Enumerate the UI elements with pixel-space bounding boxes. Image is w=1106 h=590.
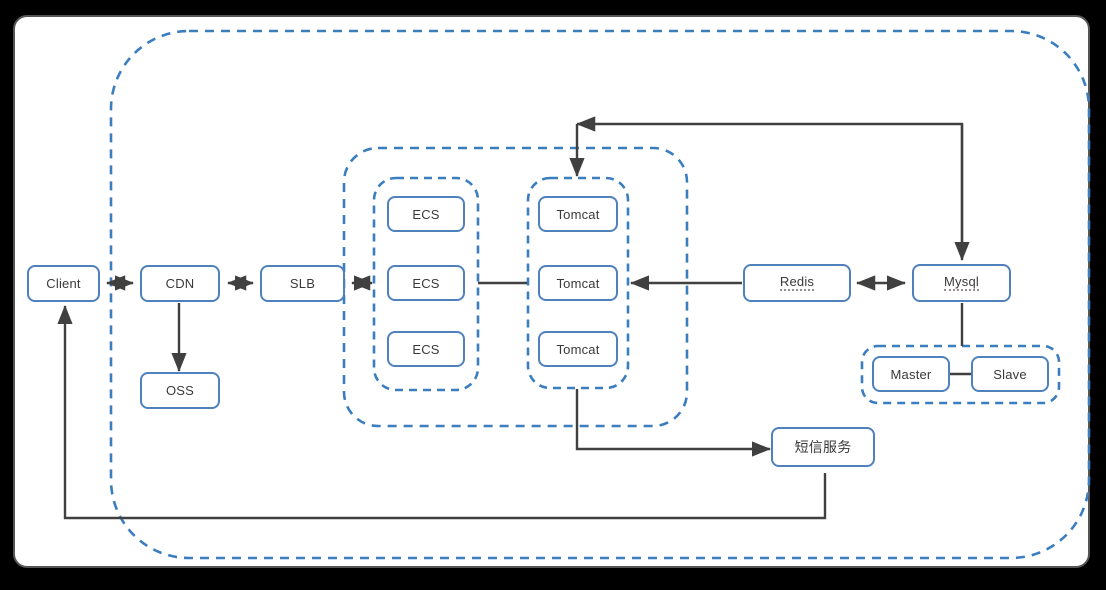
node-tomcat-2[interactable]: Tomcat [538,265,618,301]
node-ecs-2[interactable]: ECS [387,265,465,301]
node-tomcat-2-label: Tomcat [556,275,600,291]
node-mysql[interactable]: Mysql [912,264,1011,302]
node-tomcat-1-label: Tomcat [556,206,600,222]
node-client[interactable]: Client [27,265,100,302]
node-mysql-label: Mysql [944,274,979,291]
node-master[interactable]: Master [872,356,950,392]
node-redis[interactable]: Redis [743,264,851,302]
node-ecs-2-label: ECS [412,275,440,291]
node-client-label: Client [46,276,81,291]
node-tomcat-3-label: Tomcat [556,341,600,357]
node-slave-label: Slave [993,366,1027,382]
node-slave[interactable]: Slave [971,356,1049,392]
node-sms-service[interactable]: 短信服务 [771,427,875,467]
node-cdn[interactable]: CDN [140,265,220,302]
node-master-label: Master [890,366,932,382]
node-redis-label: Redis [779,274,815,291]
node-oss[interactable]: OSS [140,372,220,409]
node-ecs-1-label: ECS [412,206,440,222]
node-cdn-label: CDN [165,276,195,291]
node-slb[interactable]: SLB [260,265,345,302]
node-ecs-3[interactable]: ECS [387,331,465,367]
node-ecs-1[interactable]: ECS [387,196,465,232]
node-sms-service-label: 短信服务 [794,439,852,455]
node-oss-label: OSS [165,383,195,398]
node-tomcat-3[interactable]: Tomcat [538,331,618,367]
node-slb-label: SLB [289,276,316,291]
node-tomcat-1[interactable]: Tomcat [538,196,618,232]
node-ecs-3-label: ECS [412,341,440,357]
